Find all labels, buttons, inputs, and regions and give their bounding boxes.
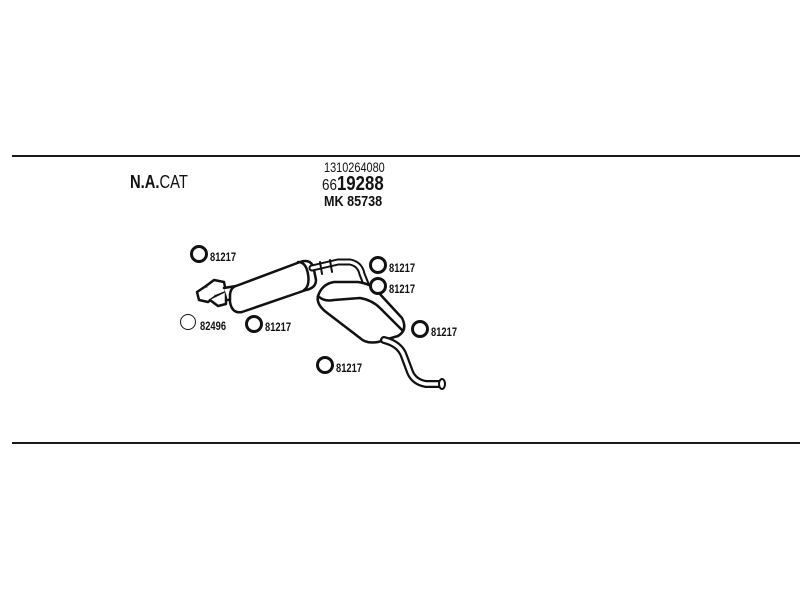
rubber-ring-icon (411, 320, 429, 338)
tailpipe (380, 336, 446, 390)
rubber-ring-icon (369, 256, 387, 274)
reference-number: 1310264080 (324, 159, 385, 175)
bottom-divider (12, 442, 800, 444)
rubber-ring-icon (369, 277, 387, 295)
part-number: 81217 (265, 320, 292, 334)
variant-label-bold: N.A. (130, 172, 160, 192)
variant-label: N.A.CAT (130, 172, 188, 193)
rubber-ring-icon (190, 245, 208, 263)
part-number: 81217 (431, 325, 458, 339)
mk-code: MK 85738 (324, 193, 383, 210)
variant-label-cat: CAT (159, 172, 188, 192)
part-number: 81217 (389, 261, 416, 275)
clamp-ring-icon (180, 314, 196, 330)
intermediate-pipe (308, 258, 370, 288)
reference-code-prefix: 66 (322, 177, 337, 194)
part-number: 81217 (210, 250, 237, 264)
rear-silencer (316, 280, 406, 344)
front-silencer (228, 259, 318, 314)
rubber-ring-icon (245, 315, 263, 333)
reference-code-main: 19288 (336, 173, 384, 195)
part-number: 81217 (336, 361, 363, 375)
top-divider (12, 155, 800, 157)
part-number: 82496 (200, 319, 227, 333)
reference-code: 6619288 (322, 173, 384, 196)
rubber-ring-icon (316, 356, 334, 374)
part-number: 81217 (389, 282, 416, 296)
